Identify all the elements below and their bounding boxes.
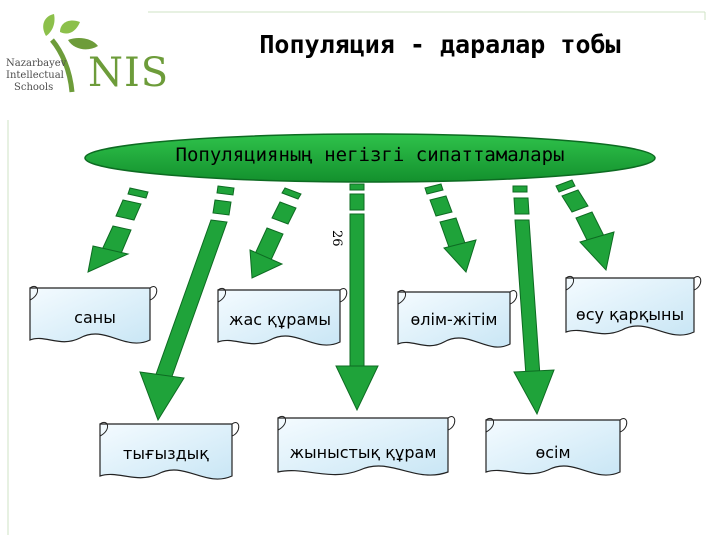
page-title: Популяция - даралар тобы (259, 30, 621, 59)
box-zhynys (277, 416, 456, 476)
box-osim (485, 418, 628, 476)
label-tygyzdyk: тығыздық (123, 444, 209, 463)
arrow-to-zhas (249, 187, 302, 279)
arrow-to-osu (555, 179, 615, 272)
box-tygyzdyk (99, 422, 240, 480)
page-number: 26 (329, 230, 344, 247)
arrow-to-osim (512, 185, 555, 416)
logo-line-1: Nazarbayev (6, 58, 67, 69)
logo-mark: NIS (88, 50, 170, 96)
label-osim: өсім (535, 443, 571, 462)
center-label: Популяцияның негізгі сипаттамалары (175, 144, 565, 166)
arrow-to-zhynys (335, 183, 379, 412)
label-sany: саны (74, 308, 116, 327)
arrow-to-sany (87, 187, 149, 273)
box-osu (565, 276, 702, 336)
label-olim: өлім-жітім (410, 310, 498, 329)
center-ellipse (84, 133, 656, 183)
box-sany (29, 286, 158, 344)
logo-line-3: Schools (14, 82, 54, 93)
logo-line-2: Intellectual (6, 70, 64, 81)
arrow-to-olim (424, 183, 477, 273)
box-olim (397, 290, 518, 348)
label-zhynys: жыныстық құрам (289, 443, 437, 462)
label-zhas: жас құрамы (229, 310, 331, 329)
arrow-to-tygyzdyk (139, 185, 235, 422)
nis-logo: Nazarbayev Intellectual Schools NIS (0, 0, 180, 110)
logo-leaf-icon (43, 14, 98, 93)
label-osu: өсу қарқыны (575, 305, 685, 324)
box-zhas (217, 288, 348, 346)
